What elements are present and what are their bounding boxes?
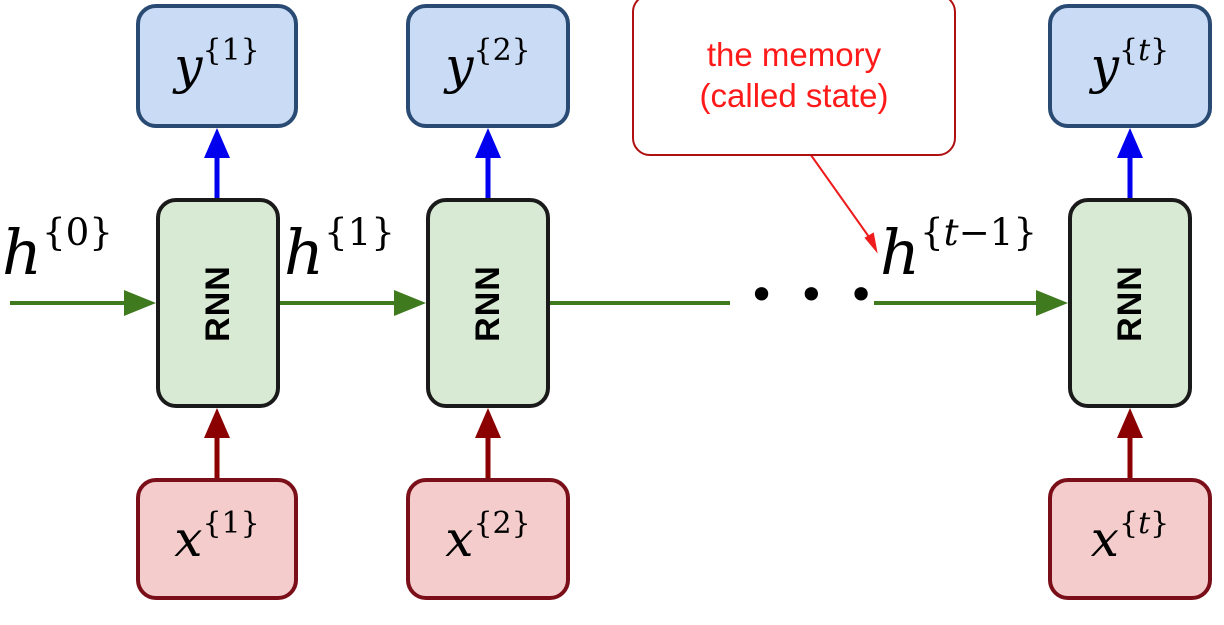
hidden-state-label-0: h{0} — [2, 209, 113, 289]
rnn-cell-t: RNN — [1068, 198, 1192, 408]
input-label-1: x{1} — [174, 505, 260, 568]
callout-line-1: the memory — [706, 35, 882, 73]
hidden-state-arrow-1 — [280, 290, 426, 316]
rnn-cell-label: RNN — [1110, 264, 1149, 342]
rnn-cell-1: RNN — [156, 198, 280, 408]
output-box-t: y{t} — [1048, 4, 1212, 128]
hidden-state-label-t-minus-1: h{t−1} — [880, 209, 1038, 289]
input-arrow-2 — [475, 408, 501, 478]
memory-callout: the memory (called state) — [632, 0, 956, 156]
output-arrow-1 — [204, 128, 230, 198]
output-arrow-t — [1117, 128, 1143, 198]
input-label-2: x{2} — [445, 505, 531, 568]
output-label-t: y{t} — [1090, 32, 1170, 95]
hidden-state-arrow-t — [874, 290, 1068, 316]
input-box-2: x{2} — [406, 478, 570, 600]
input-arrow-1 — [204, 408, 230, 478]
output-box-2: y{2} — [406, 4, 570, 128]
output-arrow-2 — [475, 128, 501, 198]
hidden-state-arrow-0 — [10, 290, 156, 316]
output-label-1: y{1} — [174, 32, 260, 95]
callout-line-2: (called state) — [699, 77, 889, 114]
input-arrow-t — [1117, 408, 1143, 478]
rnn-cell-label: RNN — [468, 264, 507, 342]
output-box-1: y{1} — [136, 4, 298, 128]
rnn-cell-label: RNN — [198, 264, 237, 342]
output-label-2: y{2} — [445, 32, 531, 95]
rnn-cell-2: RNN — [426, 198, 550, 408]
input-box-t: x{t} — [1048, 478, 1212, 600]
hidden-state-label-1: h{1} — [284, 209, 395, 289]
ellipsis-dots: • • • — [748, 268, 879, 322]
input-box-1: x{1} — [136, 478, 298, 600]
input-label-t: x{t} — [1090, 505, 1170, 568]
